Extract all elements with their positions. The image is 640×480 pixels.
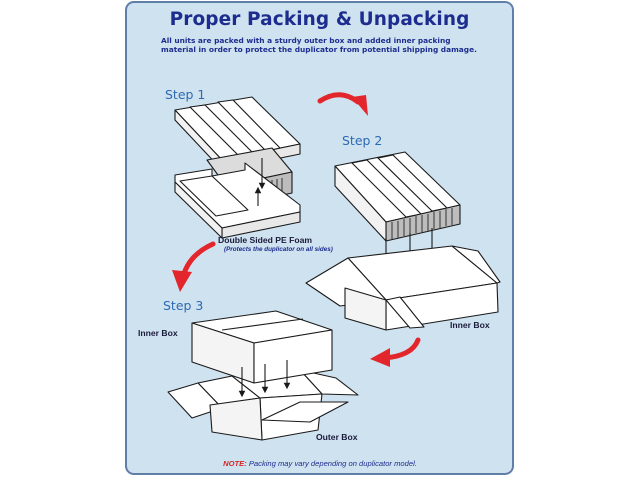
- note-prefix: NOTE:: [223, 459, 247, 468]
- step3-outer-box: [167, 369, 359, 441]
- red-curved-arrow-1: [317, 92, 368, 116]
- foam-label: Double Sided PE Foam: [218, 235, 313, 245]
- page-title: Proper Packing & Unpacking: [169, 9, 470, 30]
- red-curved-arrow-2: [172, 241, 216, 292]
- note-text: Packing may vary depending on duplicator…: [246, 459, 417, 468]
- step1-foam-top: [174, 96, 301, 171]
- step3-label: Step 3: [163, 298, 204, 313]
- packing-note: NOTE: Packing may vary depending on dupl…: [0, 459, 640, 468]
- red-curved-arrow-3: [370, 337, 421, 367]
- step3-inner-box: [191, 310, 333, 384]
- foam-note: (Protects the duplicator on all sides): [224, 246, 333, 253]
- step2-open-inner-box: [305, 245, 501, 331]
- inner-box-label-left: Inner Box: [138, 328, 178, 338]
- step2-label: Step 2: [342, 133, 383, 148]
- step1-foam-bottom: [174, 162, 301, 239]
- inner-box-label-right: Inner Box: [450, 320, 490, 330]
- intro-text: All units are packed with a sturdy outer…: [161, 36, 477, 54]
- step1-label: Step 1: [165, 87, 206, 102]
- step2-packed-unit: [334, 151, 461, 242]
- outer-box-label: Outer Box: [316, 432, 358, 442]
